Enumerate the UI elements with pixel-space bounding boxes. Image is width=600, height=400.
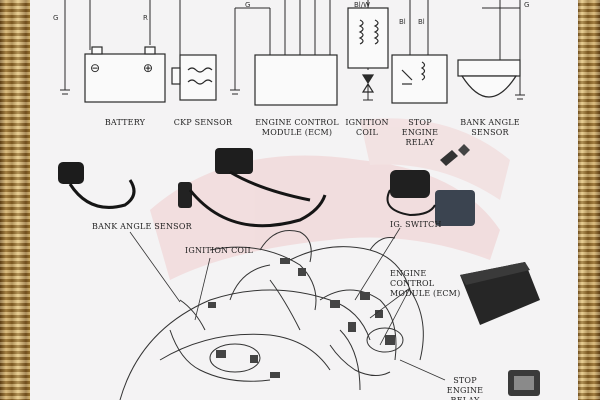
battery-symbol: ⊖ ⊕ — [84, 46, 166, 103]
callout-ecm: ENGINE CONTROL MODULE (ECM) — [390, 269, 461, 298]
svg-text:⊖: ⊖ — [90, 61, 100, 75]
ecm-symbol — [254, 54, 338, 106]
label-ckp-sensor: CKP SENSOR — [173, 118, 233, 127]
wiring-poster: ⊖ ⊕ — [30, 0, 578, 400]
stop-engine-relay-symbol — [391, 54, 448, 104]
ignition-coil-photo — [178, 148, 327, 228]
svg-text:⊕: ⊕ — [143, 61, 153, 75]
scooter-outline-drawing — [119, 230, 424, 400]
wire-label-ecm-g: G — [245, 1, 251, 9]
callout-ignition-coil: IGNITION COIL — [185, 246, 254, 255]
wire-label-relay-bl1: Bl — [399, 18, 406, 26]
harness-detail-marks — [208, 258, 395, 378]
ignition-coil-symbol — [347, 7, 389, 93]
callout-stop-engine-relay: STOP ENGINE RELAY — [446, 376, 484, 400]
bank-angle-sensor-photo — [58, 162, 136, 209]
bank-angle-sensor-symbol — [457, 59, 521, 98]
wire-label-battery-g: G — [53, 14, 59, 22]
label-bank-angle-sensor: BANK ANGLE SENSOR — [460, 118, 520, 137]
label-ecm: ENGINE CONTROL MODULE (ECM) — [255, 118, 339, 137]
wire-label-relay-bl2: Bl — [418, 18, 425, 26]
wire-label-battery-r: R — [143, 14, 148, 22]
callout-leader-lines — [129, 227, 446, 381]
poster-artwork: ⊖ ⊕ — [58, 0, 540, 400]
ckp-sensor-symbol — [171, 54, 217, 101]
wire-label-bank-g: G — [524, 1, 530, 9]
ig-switch-photo — [386, 144, 475, 226]
stop-engine-relay-photo — [508, 370, 540, 396]
schematic-wiring — [60, 0, 525, 101]
wire-label-coil-bw: Bl/W — [354, 1, 371, 9]
ecm-photo — [460, 262, 540, 325]
label-battery: BATTERY — [104, 118, 146, 127]
callout-ig-switch: IG. SWITCH — [390, 220, 442, 229]
label-stop-engine-relay: STOP ENGINE RELAY — [401, 118, 439, 147]
label-ignition-coil: IGNITION COIL — [345, 118, 389, 137]
callout-bank-angle-sensor: BANK ANGLE SENSOR — [92, 222, 192, 231]
